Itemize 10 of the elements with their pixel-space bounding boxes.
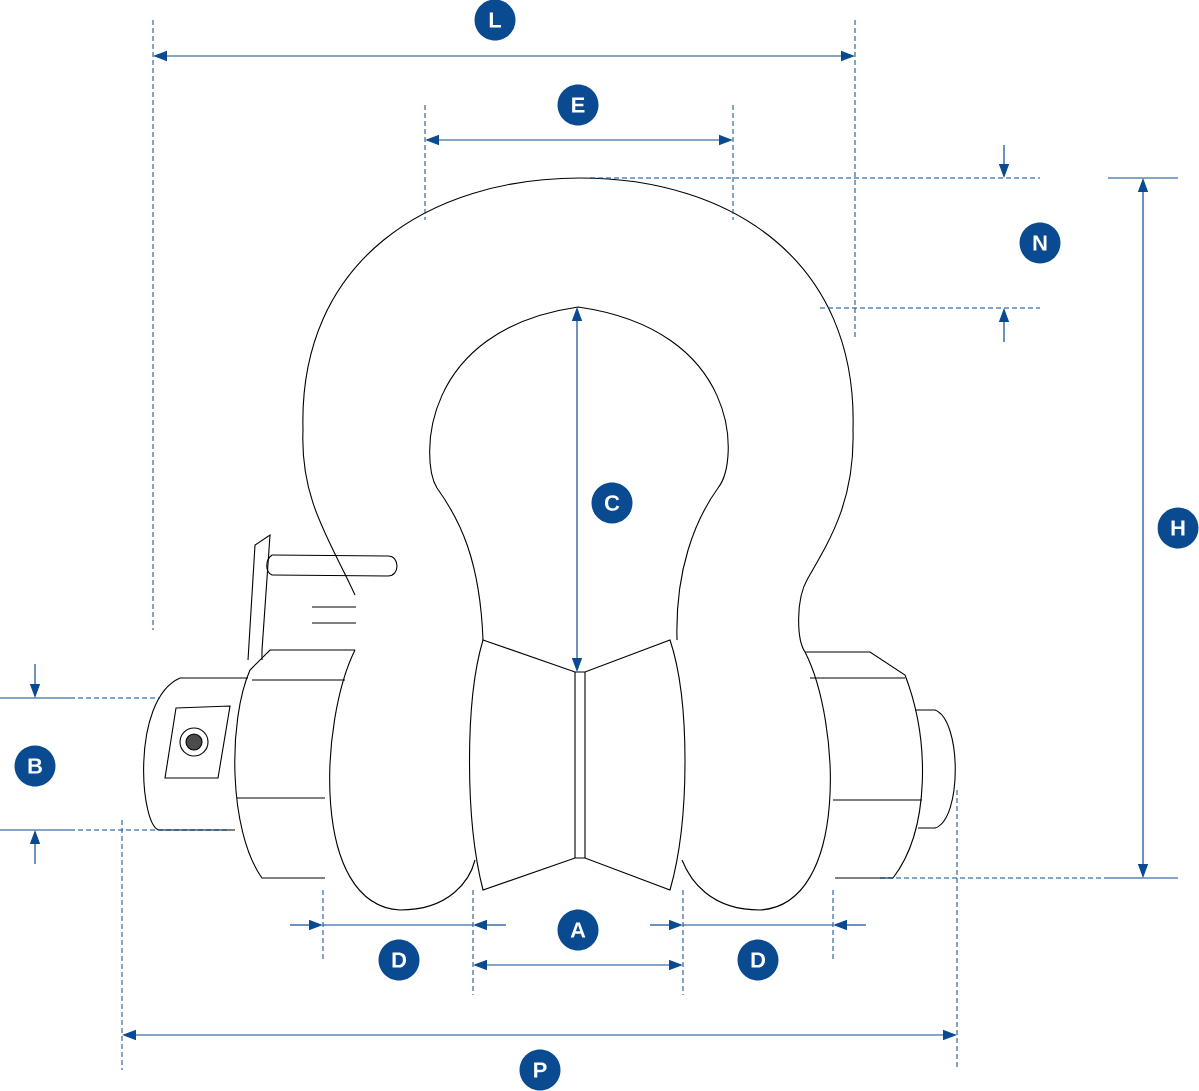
dimension-letter: L xyxy=(474,0,516,41)
dimension-letter: P xyxy=(519,1049,561,1091)
dimension-letter: C xyxy=(591,482,633,524)
dimension-letter: N xyxy=(1019,222,1061,264)
dimension-letter: H xyxy=(1157,507,1199,549)
dimension-letter: D xyxy=(378,939,420,981)
dimension-letter: E xyxy=(557,84,599,126)
dimension-letter: B xyxy=(14,745,56,787)
dimension-letter: D xyxy=(737,939,779,981)
dimension-letter: A xyxy=(557,909,599,951)
